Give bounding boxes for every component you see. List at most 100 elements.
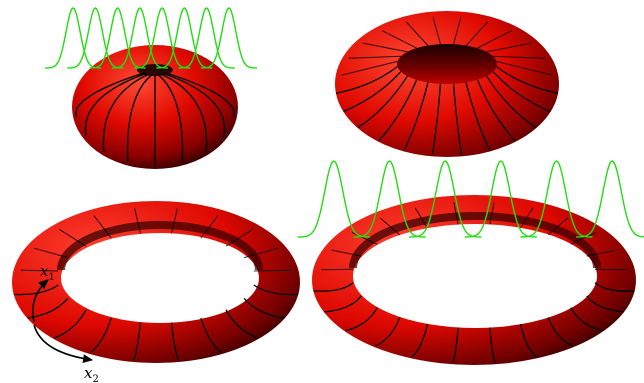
seam-line	[476, 79, 516, 142]
seam-line	[321, 268, 354, 271]
seam-line	[200, 317, 222, 354]
seam-line	[345, 307, 378, 332]
seam-line	[102, 73, 149, 153]
x2-arrow	[33, 324, 94, 364]
coordinate-axes: x1 x2	[32, 262, 99, 383]
seam-line	[362, 42, 408, 53]
seam-line	[486, 42, 532, 53]
seam-line	[594, 268, 627, 271]
seam-line	[157, 74, 184, 163]
wave-packets-top	[45, 7, 257, 69]
seam-line	[348, 55, 401, 59]
seam-line	[341, 60, 398, 76]
seam-line	[164, 71, 235, 118]
x2-label: x2	[84, 364, 99, 383]
seam-line	[547, 217, 569, 236]
seam-line	[244, 247, 279, 259]
seam-line	[465, 82, 491, 151]
wave-peak	[409, 160, 482, 238]
seam-line	[59, 228, 87, 247]
wave-peak	[156, 7, 213, 69]
torus-top-right	[335, 11, 559, 157]
seam-line	[331, 249, 362, 257]
wave-peak	[45, 7, 102, 69]
seam-line	[414, 207, 428, 229]
seam-line	[432, 17, 441, 45]
wave-peak	[200, 7, 257, 69]
seam-line	[570, 307, 603, 332]
seam-line	[163, 72, 226, 137]
x1-arrow	[32, 279, 49, 323]
x1-label: x1	[40, 262, 55, 283]
seam-line	[253, 269, 292, 272]
seam-line	[170, 322, 180, 361]
torus-seams	[335, 17, 559, 156]
seam-line	[13, 284, 59, 296]
wave-packets-bottom	[297, 160, 644, 238]
seam-line	[161, 73, 208, 153]
seam-line	[27, 297, 69, 319]
seam-line	[486, 75, 537, 129]
seam-line	[452, 327, 459, 363]
seam-line	[452, 83, 463, 156]
seam-line	[493, 55, 546, 59]
seam-line	[132, 322, 142, 361]
seam-line	[411, 323, 428, 358]
seam-line	[200, 215, 219, 239]
wave-peak	[297, 160, 370, 238]
seam-line	[496, 66, 559, 94]
wave-peak	[134, 7, 191, 69]
wave-peak	[89, 7, 146, 69]
seam-line	[489, 202, 495, 225]
seam-line	[586, 295, 624, 313]
seam-line	[75, 71, 146, 118]
seam-line	[253, 284, 299, 296]
seam-line	[403, 82, 429, 151]
seam-line	[324, 295, 362, 313]
seam-line	[84, 72, 147, 137]
seam-line	[134, 208, 141, 234]
seam-line	[453, 17, 462, 45]
seam-line	[520, 207, 534, 229]
seam-line	[378, 79, 418, 142]
seam-line	[547, 317, 573, 347]
seam-line	[594, 282, 635, 292]
seam-line	[520, 323, 537, 358]
seam-line	[492, 71, 551, 113]
seam-line	[379, 217, 401, 236]
seam-line	[20, 269, 59, 272]
seam-line	[357, 75, 408, 129]
seam-line	[243, 297, 285, 319]
seam-line	[381, 30, 417, 49]
seam-line	[453, 202, 459, 225]
seam-line	[570, 231, 597, 245]
seam-line	[225, 309, 259, 339]
seam-line	[375, 317, 401, 347]
torus-bottom-left	[12, 201, 300, 363]
wave-peak	[111, 7, 168, 69]
seam-line	[405, 21, 429, 46]
wave-peak	[464, 160, 537, 238]
seam-line	[496, 60, 553, 76]
seam-line	[489, 327, 496, 363]
wave-peak	[576, 160, 644, 238]
seam-line	[53, 309, 87, 339]
wave-peak	[67, 7, 124, 69]
seam-line	[90, 317, 112, 354]
wave-peak	[353, 160, 426, 238]
seam-line	[313, 282, 354, 292]
torus-seams	[313, 202, 635, 363]
seam-line	[335, 66, 398, 94]
seam-line	[431, 83, 442, 156]
seam-line	[171, 208, 178, 234]
torus-seams	[75, 71, 235, 166]
torus-seams	[13, 208, 299, 361]
seam-line	[586, 249, 617, 257]
wave-peak	[520, 160, 593, 238]
seam-line	[343, 71, 402, 113]
seam-line	[225, 228, 253, 247]
seam-line	[93, 215, 112, 239]
wave-peak	[178, 7, 235, 69]
seam-line	[477, 30, 513, 49]
